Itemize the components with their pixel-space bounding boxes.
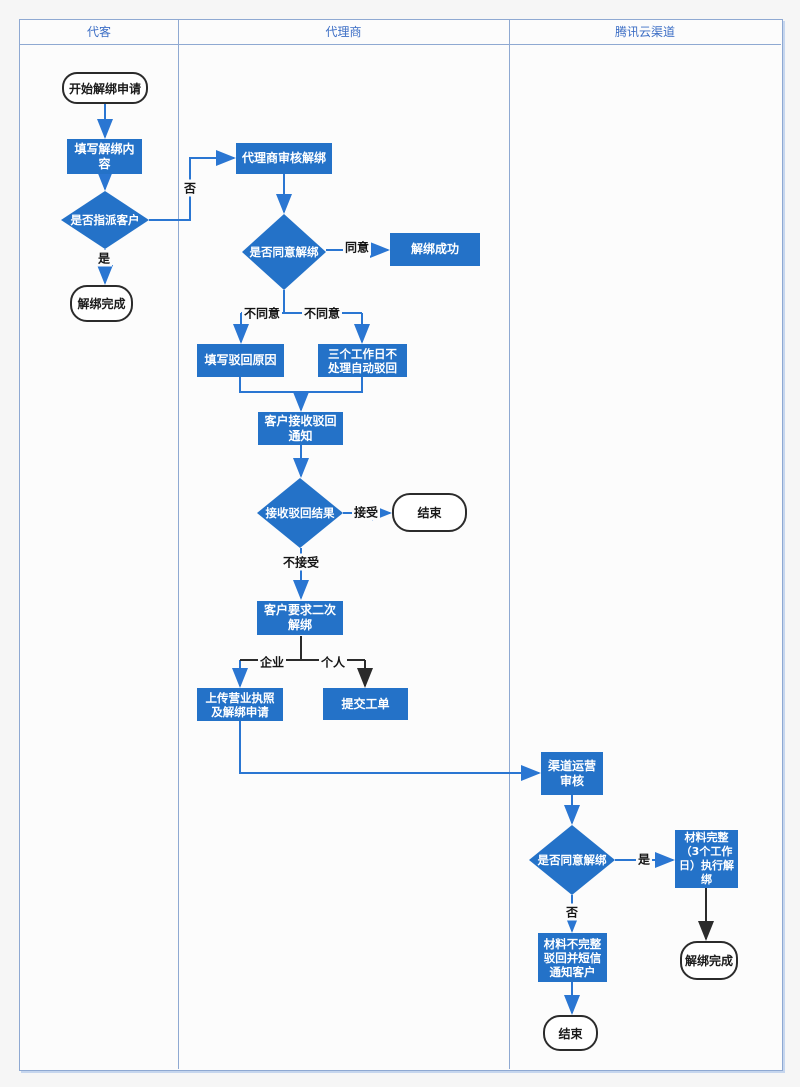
lane-label: 代客: [86, 25, 111, 39]
node-unbind-success: 解绑成功: [390, 233, 480, 266]
node-second-unbind-request: 客户要求二次解绑: [257, 601, 343, 635]
edge-label-disagree-right: 不同意: [301, 304, 343, 322]
lane-header-tencent-channel: 腾讯云渠道: [509, 19, 781, 45]
node-label: 结束: [558, 1026, 583, 1041]
node-customer-receive-notice: 客户接收驳回通知: [258, 412, 343, 445]
node-submit-ticket: 提交工单: [323, 688, 408, 720]
node-fill-unbind-content: 填写解绑内容: [67, 139, 142, 174]
node-unbind-complete-2: 解绑完成: [680, 941, 738, 980]
node-label: 材料不完整驳回并短信通知客户: [543, 936, 602, 979]
node-label: 代理商审核解绑: [241, 151, 326, 165]
node-label: 填写解绑内容: [74, 141, 135, 171]
node-label: 是否指派客户: [70, 213, 140, 227]
node-materials-incomplete-reject: 材料不完整驳回并短信通知客户: [538, 933, 607, 982]
node-label: 上传营业执照及解绑申请: [205, 690, 275, 719]
node-materials-complete-exec: 材料完整（3个工作日）执行解绑: [675, 830, 738, 888]
node-label: 接收驳回结果: [265, 506, 335, 520]
node-fill-reject-reason: 填写驳回原因: [197, 344, 284, 377]
node-label: 客户要求二次解绑: [263, 603, 336, 632]
edge-label-disagree-left: 不同意: [241, 304, 283, 322]
node-start-terminator: 开始解绑申请: [62, 72, 148, 104]
lane-header-agent: 代理商: [178, 19, 509, 45]
node-label: 材料完整（3个工作日）执行解绑: [679, 831, 734, 886]
node-label: 解绑完成: [684, 954, 733, 968]
edge-label-personal: 个人: [318, 653, 348, 671]
node-label: 是否同意解绑: [249, 245, 319, 259]
diagram-frame: [19, 19, 783, 1071]
node-auto-reject-3days: 三个工作日不处理自动驳回: [318, 344, 407, 377]
edge-label-no-2: 否: [563, 903, 581, 921]
node-label: 解绑完成: [77, 297, 126, 311]
node-label: 结束: [417, 506, 442, 520]
node-label: 客户接收驳回通知: [264, 413, 337, 443]
edge-label-yes: 是: [95, 249, 113, 267]
lane-label: 代理商: [325, 25, 362, 39]
node-label: 填写驳回原因: [204, 353, 277, 367]
lane-label: 腾讯云渠道: [614, 25, 675, 39]
node-label: 解绑成功: [410, 242, 459, 256]
lane-divider: [178, 19, 179, 1069]
lane-divider: [509, 19, 510, 1069]
node-channel-operation-review: 渠道运营审核: [541, 752, 603, 795]
node-upload-business-license: 上传营业执照及解绑申请: [197, 688, 283, 721]
edge-label-agree: 同意: [342, 238, 372, 256]
node-label: 开始解绑申请: [68, 81, 141, 96]
edge-label-not-accept: 不接受: [280, 553, 322, 571]
edge-label-no: 否: [181, 179, 199, 197]
node-end-final: 结束: [543, 1015, 598, 1051]
lane-header-customer: 代客: [20, 19, 178, 45]
edge-label-accept: 接受: [351, 503, 381, 521]
node-agent-review: 代理商审核解绑: [236, 143, 332, 174]
node-end-accept: 结束: [392, 493, 467, 532]
node-unbind-complete-1: 解绑完成: [70, 285, 133, 322]
node-label: 是否同意解绑: [537, 853, 607, 867]
node-label: 提交工单: [341, 696, 390, 711]
edge-label-enterprise: 企业: [257, 653, 287, 671]
edge-label-yes-2: 是: [635, 850, 653, 868]
node-label: 渠道运营审核: [547, 758, 596, 788]
node-label: 三个工作日不处理自动驳回: [328, 346, 397, 375]
